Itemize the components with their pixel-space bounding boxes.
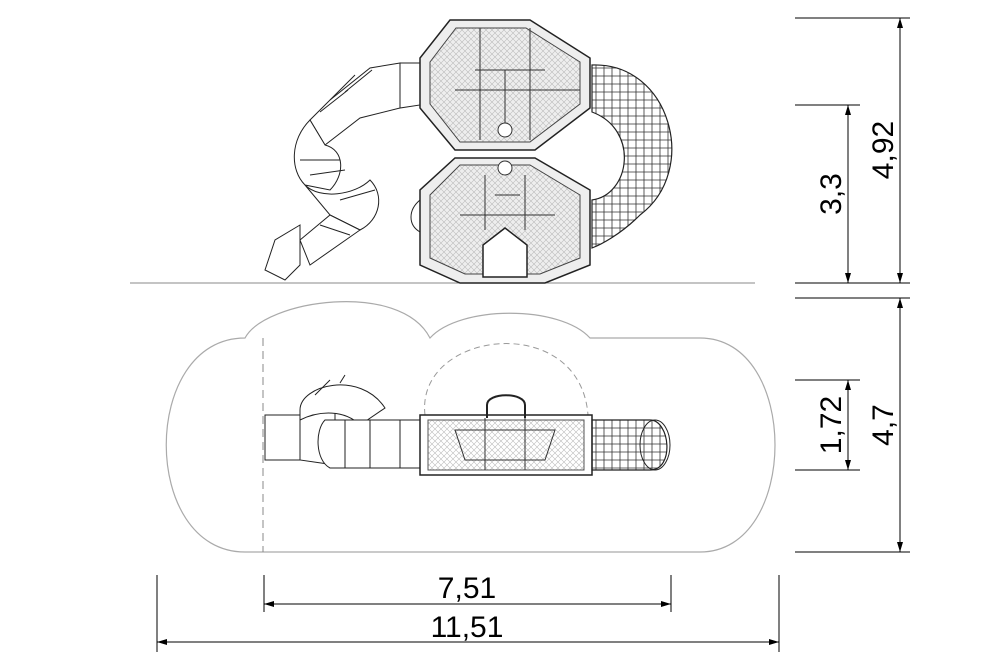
lower-panel xyxy=(410,157,591,284)
dimension-labels: 4,92 3,3 4,7 1,72 7,51 11,51 xyxy=(431,121,900,644)
upper-panel xyxy=(419,19,591,151)
elevation-view xyxy=(130,19,755,284)
plan-view xyxy=(165,301,776,553)
label-length-equipment: 7,51 xyxy=(438,572,496,605)
dimension-lines xyxy=(156,17,910,652)
slide-plan xyxy=(264,374,421,469)
platform-arc-dashed xyxy=(424,343,589,416)
label-height-platform: 3,3 xyxy=(815,173,848,215)
label-length-total: 11,51 xyxy=(431,611,504,644)
tube-slide-plan xyxy=(591,419,671,471)
label-width-total: 4,7 xyxy=(867,404,900,446)
label-height-total: 4,92 xyxy=(867,121,900,179)
safety-zone-outline xyxy=(165,301,776,553)
tube-slide xyxy=(591,64,673,249)
spiral-slide xyxy=(264,62,421,281)
label-width-equipment: 1,72 xyxy=(815,396,848,454)
platform-plan xyxy=(419,394,593,476)
